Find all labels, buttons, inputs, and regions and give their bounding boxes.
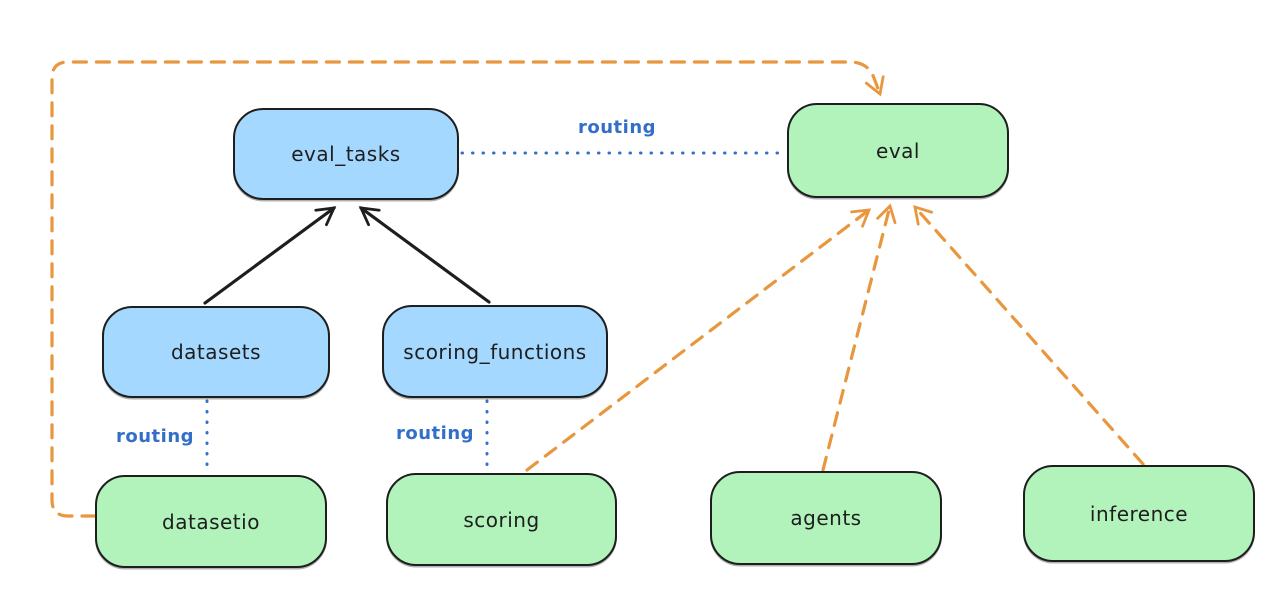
edge-datasets-eval_tasks-arrow bbox=[203, 206, 337, 305]
node-eval: eval bbox=[787, 103, 1009, 198]
node-datasetio-label: datasetio bbox=[162, 509, 260, 534]
node-scoring-label: scoring bbox=[463, 507, 540, 532]
node-agents: agents bbox=[710, 471, 942, 565]
node-scoring: scoring bbox=[386, 473, 617, 566]
edge-label-routing-eval-tasks-eval: routing bbox=[577, 117, 657, 138]
edge-datasetio-eval-dashed-arrow bbox=[50, 60, 885, 518]
edge-inference-eval-dashed-arrow bbox=[913, 204, 1145, 466]
node-scoring-functions: scoring_functions bbox=[382, 305, 608, 398]
node-datasets-label: datasets bbox=[170, 340, 262, 364]
node-eval-tasks: eval_tasks bbox=[233, 108, 459, 200]
edge-label-routing-datasets-datasetio: routing bbox=[115, 426, 195, 447]
edge-scoring-eval-dashed-arrow bbox=[525, 208, 872, 472]
node-scoring-functions-label: scoring_functions bbox=[403, 339, 587, 364]
node-eval-tasks-label: eval_tasks bbox=[291, 142, 401, 166]
node-eval-label: eval bbox=[876, 138, 920, 163]
node-inference-label: inference bbox=[1089, 501, 1189, 526]
edge-label-routing-scoring-functions-scoring: routing bbox=[395, 423, 475, 444]
edge-agents-eval-dashed-arrow bbox=[821, 203, 897, 472]
node-agents-label: agents bbox=[790, 506, 862, 530]
node-inference: inference bbox=[1023, 465, 1255, 562]
node-datasetio: datasetio bbox=[95, 475, 327, 568]
node-datasets: datasets bbox=[102, 306, 330, 398]
edge-scoring_functions-eval_tasks-arrow bbox=[358, 206, 491, 304]
